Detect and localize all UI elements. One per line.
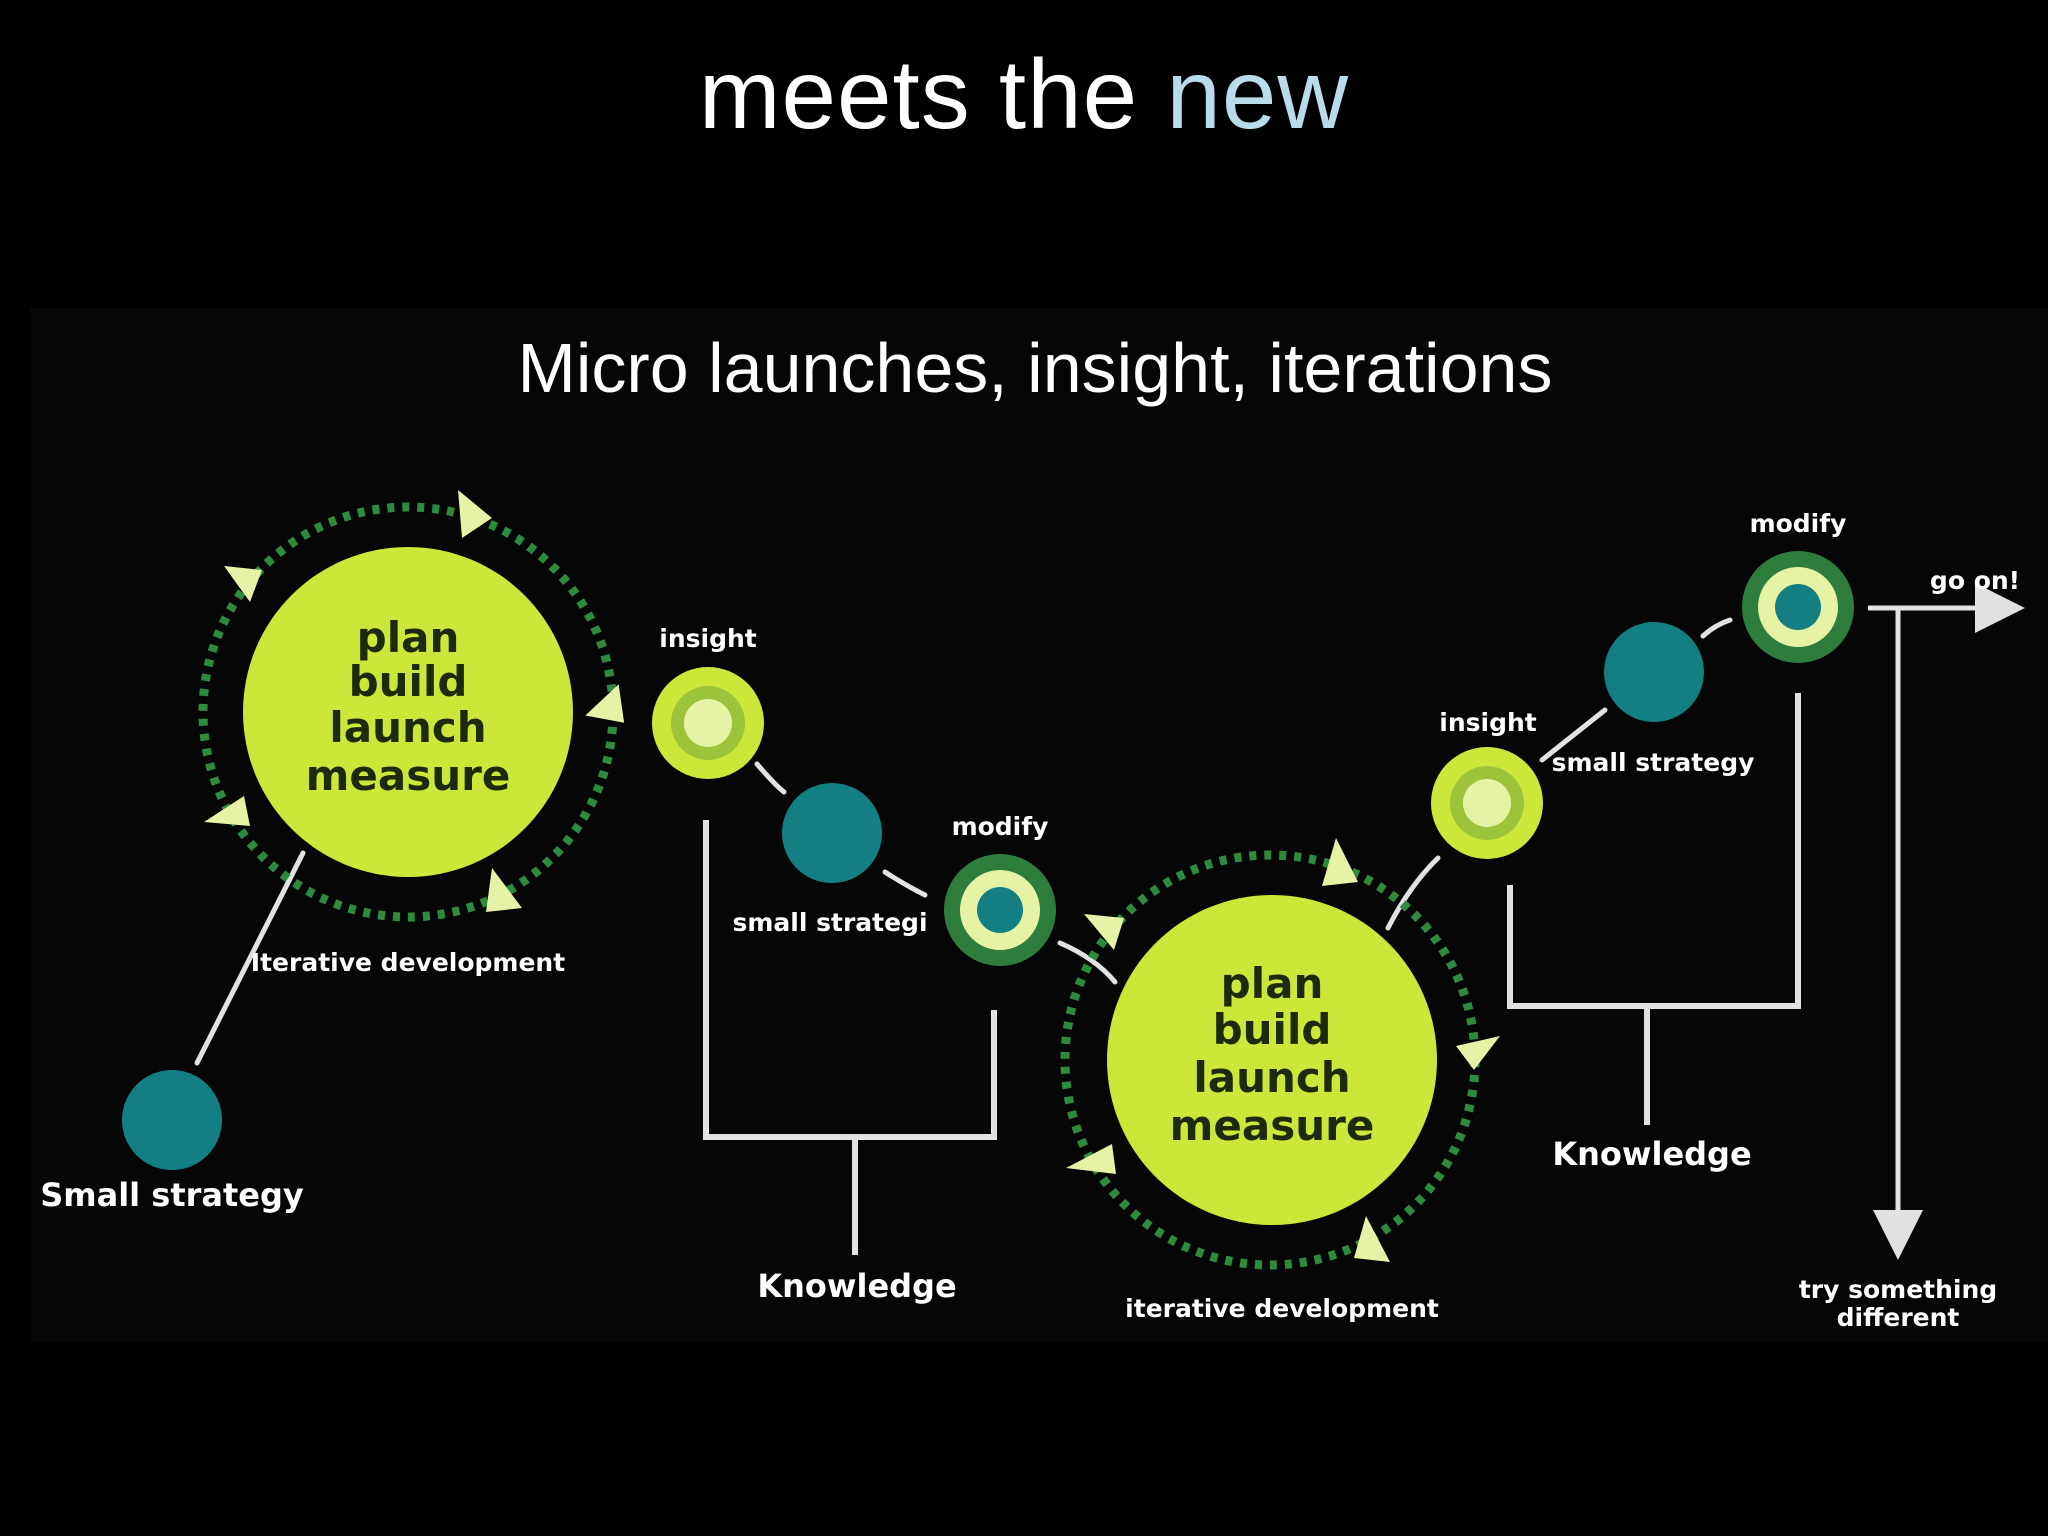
cycle-1-step-plan: plan [357, 613, 460, 662]
cycle-1-arrowhead-left [204, 796, 250, 826]
cycle-2-arrowhead-left [1066, 1144, 1116, 1174]
cycle-2-step-plan: plan [1221, 959, 1324, 1008]
slide-title-main: meets the [698, 39, 1167, 149]
knowledge-bracket-1 [703, 820, 997, 1140]
slide-title: meets the new [0, 38, 2048, 151]
label-modify-1: modify [952, 812, 1049, 841]
cycle-2-arrowheads [1066, 838, 1500, 1262]
knowledge-brackets [703, 693, 1801, 1255]
label-insight-1: insight [659, 624, 757, 653]
cycle-1-arrowhead-topleft [224, 566, 262, 602]
connectors [194, 617, 1733, 1066]
cycle-2-step-measure: measure [1170, 1101, 1375, 1150]
cycle-1-circle [243, 547, 573, 877]
cycle-2: plan build launch measure [1060, 838, 1500, 1270]
label-small-strategy-2: small strategy [1552, 748, 1755, 777]
cycle-1: plan build launch measure [198, 490, 625, 922]
cycle-1-arrowhead-right [585, 684, 625, 723]
slide-title-accent: new [1166, 39, 1350, 149]
connector-strategi-modify [882, 869, 928, 898]
modify-node-2 [1742, 551, 1854, 663]
connector-insight2-strategy [1539, 707, 1608, 763]
label-iterative-development-2: iterative development [1125, 1294, 1439, 1323]
cycle-2-arrowhead-bottom [1354, 1216, 1390, 1262]
cycle-2-arrowhead-topleft [1084, 914, 1124, 950]
label-different: different [1837, 1303, 1960, 1332]
cycle-1-arrowhead-bottom [486, 868, 522, 912]
connector-modify-cycle2 [1057, 940, 1118, 985]
label-go-on: go on! [1930, 566, 2020, 595]
label-knowledge-1: Knowledge [757, 1267, 956, 1305]
exit-arrows [1868, 583, 2025, 1260]
cycle-1-arrowhead-top [458, 490, 492, 538]
connector-insight1-strategi [754, 761, 787, 795]
cycle-2-step-build: build [1213, 1005, 1332, 1054]
label-insight-2: insight [1439, 708, 1537, 737]
strategy-dot-start [122, 1070, 222, 1170]
label-small-strategi: small strategi [732, 908, 927, 937]
cycle-2-arrowhead-right [1456, 1036, 1500, 1070]
label-modify-2: modify [1750, 509, 1847, 538]
insight-node-2 [1431, 747, 1543, 859]
cycle-2-arrowhead-top [1322, 838, 1358, 886]
label-try-something: try something [1799, 1275, 1997, 1304]
knowledge-bracket-2 [1507, 693, 1801, 1009]
strategy-dot-2 [1604, 622, 1704, 722]
label-knowledge-2: Knowledge [1552, 1135, 1751, 1173]
connector-strategy-modify2 [1700, 617, 1733, 639]
label-iterative-development-1: Iterative development [251, 948, 565, 977]
insight-node-1 [652, 667, 764, 779]
cycle-1-step-measure: measure [306, 751, 511, 800]
cycle-2-step-launch: launch [1193, 1053, 1350, 1102]
label-small-strategy-start: Small strategy [40, 1176, 304, 1214]
cycle-2-circle [1107, 895, 1437, 1225]
strategy-dot-1 [782, 783, 882, 883]
cycle-1-arrowheads [204, 490, 625, 912]
diagram-title: Micro launches, insight, iterations [518, 329, 1553, 407]
modify-node-1 [944, 854, 1056, 966]
connector-cycle2-insight2 [1385, 855, 1441, 931]
connector-start [194, 850, 306, 1066]
cycle-1-step-launch: launch [329, 703, 486, 752]
cycle-1-step-build: build [349, 657, 468, 706]
